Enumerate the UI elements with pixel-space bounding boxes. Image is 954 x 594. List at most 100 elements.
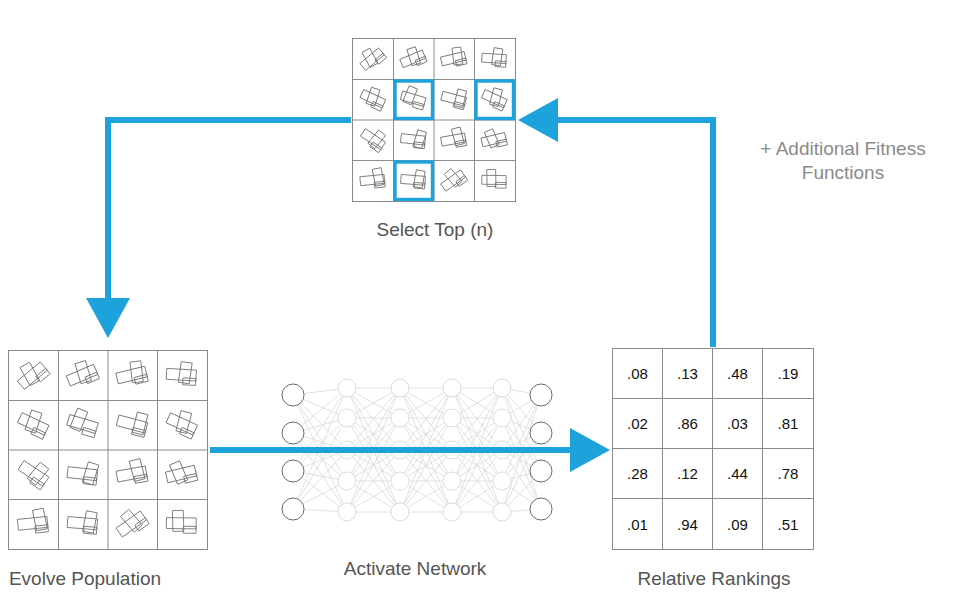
population-grid: Select Top (n) (352, 38, 516, 202)
network-link (400, 418, 452, 512)
table-cell: .03 (713, 399, 763, 449)
network-link (452, 418, 502, 512)
grid-line (9, 499, 207, 500)
neuron (493, 472, 511, 490)
neuron (338, 472, 356, 490)
design-sketch (12, 355, 50, 393)
design-sketch (482, 169, 507, 188)
network-link (452, 388, 502, 481)
node-caption: Evolve Population (9, 568, 161, 591)
neuron (530, 422, 552, 444)
table-cell: .44 (713, 449, 763, 499)
edge-label: + Additional Fitness Functions (740, 137, 946, 185)
network-link (400, 388, 452, 481)
neuron (282, 384, 304, 406)
design-sketch (479, 126, 507, 150)
selected-cell (395, 162, 433, 200)
arrow-head (518, 98, 558, 142)
table-cell: .86 (663, 399, 713, 449)
neuron (443, 503, 461, 521)
arrow-line (108, 120, 351, 300)
arrow-line (556, 120, 713, 347)
network-link (452, 388, 502, 481)
table-cell: .94 (663, 499, 713, 549)
neuron (282, 460, 304, 482)
design-sketch (400, 128, 427, 149)
table-cell: .51 (763, 499, 813, 549)
neuron (530, 498, 552, 520)
design-sketch (16, 454, 53, 490)
network-link (347, 418, 400, 512)
design-sketch (481, 47, 506, 67)
design-sketch (358, 84, 388, 112)
table-cell: .48 (713, 349, 763, 399)
network-link (452, 418, 502, 512)
design-sketch (399, 84, 428, 110)
neuron (443, 472, 461, 490)
table-cell: .09 (713, 499, 763, 549)
population-grid: Evolve Population (8, 350, 208, 550)
design-sketch (439, 46, 467, 70)
table-cell: .78 (763, 449, 813, 499)
neuron (391, 472, 409, 490)
neuron (391, 409, 409, 427)
design-sketch (115, 458, 148, 486)
neuron (338, 503, 356, 521)
node-caption: Relative Rankings (637, 568, 790, 591)
network-link (347, 388, 400, 481)
grid-line (9, 450, 207, 451)
design-sketch (166, 510, 196, 533)
selected-cell (395, 81, 433, 119)
neuron (391, 379, 409, 397)
neuron (493, 379, 511, 397)
flow-arrow (86, 120, 351, 338)
neuron (493, 409, 511, 427)
network-block: Activate Network (278, 378, 554, 528)
design-sketch (63, 357, 99, 390)
design-sketch (359, 167, 385, 189)
grid-line (157, 351, 158, 549)
neuron (530, 460, 552, 482)
arrow-line (210, 447, 572, 453)
neuron (282, 498, 304, 520)
selected-cell (476, 81, 514, 119)
node-caption: Activate Network (344, 558, 487, 581)
neuron (443, 409, 461, 427)
design-sketch (66, 406, 101, 437)
design-sketch (164, 405, 201, 439)
table-cell: .19 (763, 349, 813, 399)
neuron (338, 409, 356, 427)
network-link (400, 388, 452, 481)
table-cell: .28 (613, 449, 663, 499)
design-sketch (164, 458, 198, 487)
table-cell: .12 (663, 449, 713, 499)
design-sketch (115, 408, 150, 438)
grid-cells (9, 351, 207, 549)
table-cell: .13 (663, 349, 713, 399)
neuron (443, 379, 461, 397)
flow-arrow (210, 428, 610, 472)
table-cell: .08 (613, 349, 663, 399)
design-sketch (67, 509, 98, 534)
design-sketch (439, 126, 466, 149)
arrow-head (86, 298, 130, 338)
node-caption: Select Top (n) (377, 219, 494, 242)
design-sketch (397, 44, 427, 71)
design-sketch (166, 361, 197, 386)
neuron (530, 384, 552, 406)
design-sketch (358, 123, 389, 152)
network-link (347, 418, 400, 512)
neuron (282, 422, 304, 444)
network-link (400, 418, 452, 512)
design-sketch (355, 42, 386, 73)
design-sketch (16, 508, 48, 535)
design-sketch (437, 165, 468, 195)
design-sketch (114, 359, 148, 388)
ranking-table: Relative Rankings.08.13.48.19.02.86.03.8… (612, 348, 814, 550)
neuron (338, 379, 356, 397)
design-sketch (480, 83, 510, 111)
design-sketch (16, 406, 53, 440)
neuron (391, 503, 409, 521)
design-sketch (400, 169, 426, 189)
